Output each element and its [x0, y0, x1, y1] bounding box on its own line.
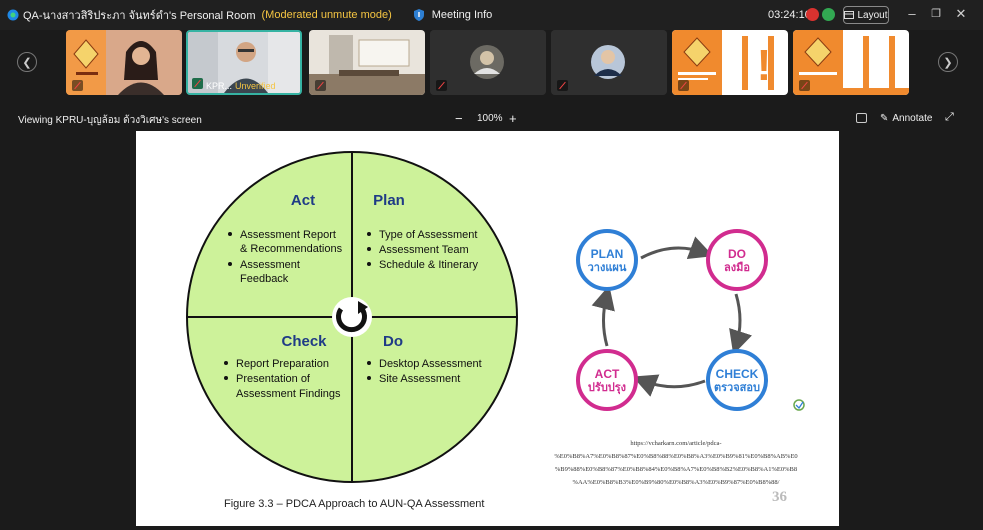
- quadrant-title-plan: Plan: [373, 192, 405, 209]
- source-url-line: %E0%B8%A7%E0%B8%87%E0%B8%88%E0%B8%A3%E0%…: [554, 453, 798, 460]
- source-url-line: %B9%88%E0%B8%87%E0%B8%84%E0%B8%A7%E0%B8%…: [554, 466, 798, 473]
- annotate-button[interactable]: ✎ Annotate: [880, 113, 933, 124]
- participant-label: KPR... Unverified: [206, 81, 276, 91]
- pdca-cycle-diagram: PLAN วางแผน DO ลงมือ CHECK ตรวจสอบ ACT ป…: [576, 229, 805, 411]
- layout-button[interactable]: Layout: [843, 6, 889, 24]
- plan-item: Type of Assessment: [379, 229, 477, 241]
- check-node-title: CHECK: [716, 367, 759, 381]
- quadrant-title-do: Do: [383, 333, 403, 350]
- act-item: Feedback: [240, 273, 289, 285]
- participant-name: KPR...: [206, 81, 233, 91]
- quadrant-title-act: Act: [291, 192, 315, 209]
- participant-video: [793, 30, 909, 95]
- act-item: & Recommendations: [240, 243, 343, 255]
- participant-strip: ❮ KPR... Unverified: [0, 30, 983, 98]
- participant-video: [66, 30, 182, 95]
- muted-mic-icon: [557, 80, 568, 91]
- security-status-icon[interactable]: [822, 8, 835, 21]
- do-item: Site Assessment: [379, 373, 460, 385]
- check-list: Report Preparation Presentation of Asses…: [224, 358, 341, 400]
- do-node-title: DO: [728, 247, 746, 261]
- participant-tile[interactable]: [66, 30, 182, 95]
- restore-icon[interactable]: ❐: [931, 8, 941, 20]
- participant-tile[interactable]: [793, 30, 909, 95]
- title-bar: QA-นางสาวสิริประภา จันทร์ดำ's Personal R…: [0, 0, 983, 30]
- figure-caption: Figure 3.3 – PDCA Approach to AUN-QA Ass…: [224, 498, 485, 510]
- check-item: Assessment Findings: [236, 388, 341, 400]
- do-list: Desktop Assessment Site Assessment: [367, 358, 482, 385]
- check-item: Report Preparation: [236, 358, 329, 370]
- slide-graphics: Act Plan Check Do Assessment Report & Re…: [186, 151, 805, 483]
- meeting-info-button[interactable]: Meeting Info: [431, 9, 493, 21]
- act-list: Assessment Report & Recommendations Asse…: [228, 229, 343, 285]
- participant-tile-active[interactable]: KPR... Unverified: [186, 30, 302, 95]
- participant-tile[interactable]: [430, 30, 546, 95]
- source-url-line: %AA%E0%B8%B3%E0%B9%80%E0%B8%A3%E0%B9%87%…: [572, 479, 780, 486]
- act-node-sub: ปรับปรุง: [588, 381, 626, 395]
- muted-mic-icon: [799, 80, 810, 91]
- participant-video: !: [672, 30, 788, 95]
- do-item: Desktop Assessment: [379, 358, 482, 370]
- muted-mic-icon: [315, 80, 326, 91]
- participant-tile[interactable]: !: [672, 30, 788, 95]
- svg-text:!: !: [757, 41, 772, 90]
- share-window-icon[interactable]: [856, 113, 867, 123]
- zoom-in-button[interactable]: +: [509, 111, 517, 126]
- plan-item: Schedule & Itinerary: [379, 259, 479, 271]
- muted-mic-icon: [436, 80, 447, 91]
- muted-mic-icon: [72, 80, 83, 91]
- shield-icon[interactable]: [412, 8, 426, 22]
- moderated-mode-label: (Moderated unmute mode): [261, 9, 392, 21]
- recording-icon[interactable]: [806, 8, 819, 21]
- participant-tile[interactable]: [309, 30, 425, 95]
- mic-icon: [192, 78, 203, 89]
- plan-list: Type of Assessment Assessment Team Sched…: [367, 229, 479, 271]
- site-badge-icon: [793, 399, 805, 411]
- shared-slide: Act Plan Check Do Assessment Report & Re…: [136, 131, 839, 526]
- viewing-label: Viewing KPRU-บุญล้อม ด้วงวิเศษ's screen: [18, 115, 202, 126]
- participant-video: [430, 30, 546, 95]
- room-title: QA-นางสาวสิริประภา จันทร์ดำ's Personal R…: [23, 10, 256, 22]
- close-icon[interactable]: ✕: [955, 6, 967, 21]
- muted-mic-icon: [678, 80, 689, 91]
- participant-tile[interactable]: [551, 30, 667, 95]
- chevron-left-icon: ❮: [22, 56, 32, 69]
- do-node-sub: ลงมือ: [724, 261, 750, 274]
- meeting-timer: 03:24:10: [768, 9, 811, 21]
- strip-next-button[interactable]: ❯: [938, 52, 958, 72]
- minimize-icon[interactable]: –: [908, 6, 916, 21]
- act-node: [576, 349, 638, 411]
- zoom-out-button[interactable]: −: [455, 111, 463, 126]
- plan-item: Assessment Team: [379, 244, 469, 256]
- check-node: [706, 349, 768, 411]
- act-node-title: ACT: [595, 367, 620, 381]
- fullscreen-icon[interactable]: ⤢: [945, 111, 954, 123]
- pen-icon: ✎: [880, 113, 889, 124]
- plan-node-title: PLAN: [591, 247, 624, 261]
- participant-video: [551, 30, 667, 95]
- slide-page-number: 36: [772, 489, 787, 505]
- strip-prev-button[interactable]: ❮: [17, 52, 37, 72]
- check-node-sub: ตรวจสอบ: [714, 382, 760, 394]
- quadrant-title-check: Check: [281, 333, 327, 350]
- layout-icon: [844, 11, 855, 19]
- unverified-badge: Unverified: [235, 81, 276, 91]
- zoom-level: 100%: [477, 113, 503, 124]
- participant-video: [188, 32, 300, 93]
- do-node: [706, 229, 768, 291]
- source-url-line: https://vcharkarn.com/article/pdca-: [630, 440, 722, 447]
- pdca-circle: [186, 151, 518, 483]
- webex-logo-icon: [7, 9, 19, 21]
- chevron-right-icon: ❯: [943, 56, 953, 69]
- check-item: Presentation of: [236, 373, 311, 385]
- plan-node-sub: วางแผน: [588, 262, 627, 274]
- plan-node: [576, 229, 638, 291]
- share-toolbar: Viewing KPRU-บุญล้อม ด้วงวิเศษ's screen …: [0, 108, 983, 130]
- act-item: Assessment Report: [240, 229, 336, 241]
- participant-video: [309, 30, 425, 95]
- act-item: Assessment: [240, 259, 300, 271]
